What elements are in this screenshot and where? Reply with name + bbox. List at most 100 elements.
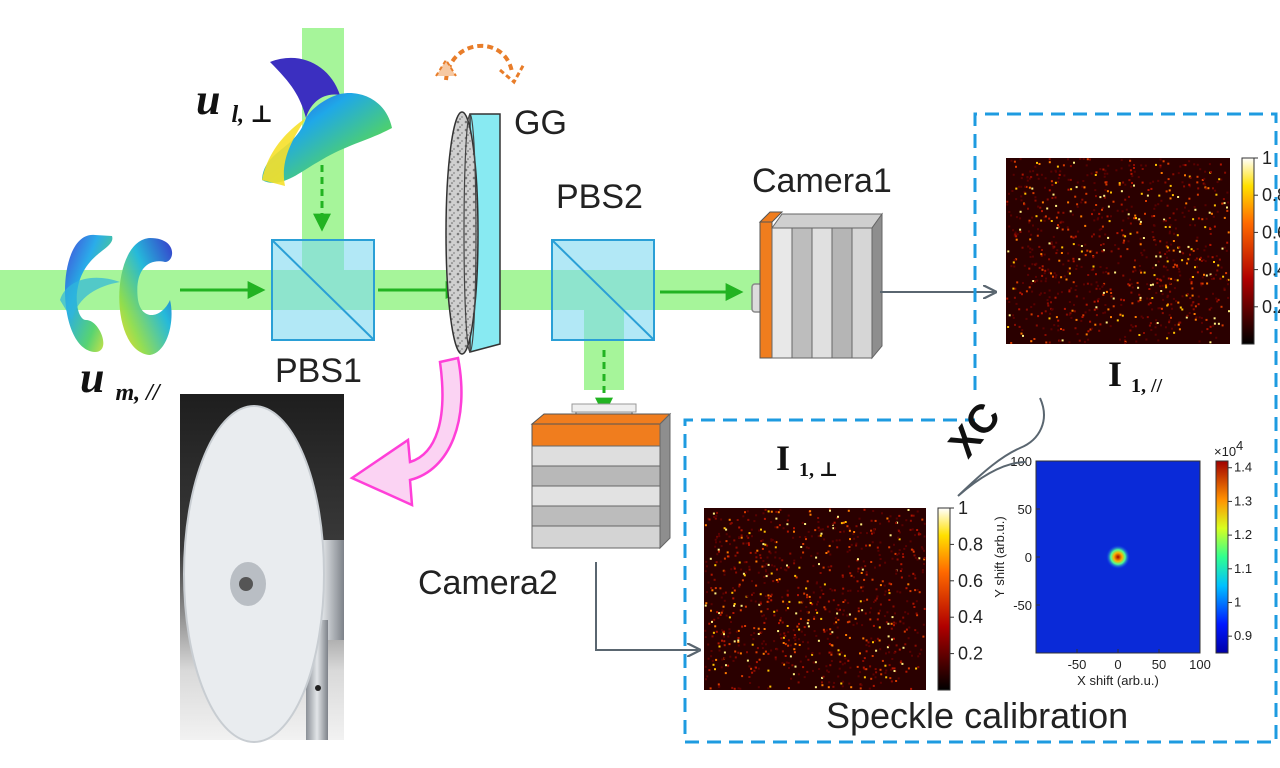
speckle-dot	[723, 570, 726, 573]
label-u-m: u m, //	[80, 353, 162, 406]
speckle-dot	[760, 540, 763, 542]
speckle-dot	[870, 561, 873, 563]
speckle-dot	[794, 643, 797, 646]
speckle-dot	[1048, 189, 1051, 192]
speckle-dot	[820, 617, 823, 620]
speckle-dot	[1096, 284, 1099, 287]
speckle-dot	[732, 587, 734, 589]
speckle-dot	[1124, 340, 1127, 343]
speckle-dot	[1165, 190, 1168, 193]
speckle-dot	[1040, 254, 1043, 257]
speckle-dot	[1040, 280, 1043, 283]
speckle-dot	[869, 611, 871, 614]
speckle-dot	[779, 633, 782, 636]
speckle-dot	[1093, 308, 1096, 311]
speckle-dot	[1205, 274, 1208, 277]
speckle-dot	[879, 681, 882, 684]
speckle-dot	[792, 636, 795, 639]
speckle-dot	[1020, 199, 1023, 202]
speckle-dot	[1068, 272, 1071, 275]
speckle-dot	[1015, 165, 1017, 168]
speckle-dot	[1192, 276, 1194, 278]
speckle-dot	[1201, 330, 1203, 333]
speckle-dot	[720, 611, 723, 614]
speckle-dot	[1155, 319, 1158, 322]
speckle-dot	[1088, 290, 1091, 293]
speckle-dot	[712, 663, 715, 666]
speckle-dot	[888, 599, 891, 601]
speckle-dot	[737, 651, 740, 654]
speckle-dot	[1169, 184, 1172, 187]
speckle-dot	[913, 574, 916, 577]
speckle-dot	[725, 528, 728, 531]
speckle-dot	[822, 566, 825, 569]
speckle-dot	[1168, 189, 1171, 192]
speckle-dot	[763, 565, 766, 568]
speckle-dot	[1075, 285, 1078, 287]
speckle-dot	[806, 580, 809, 583]
speckle-dot	[783, 663, 786, 666]
speckle-dot	[710, 603, 713, 606]
speckle-dot	[1050, 301, 1052, 304]
speckle-dot	[786, 523, 789, 526]
speckle-dot	[785, 569, 788, 572]
speckle-dot	[865, 668, 868, 671]
speckle-dot	[822, 593, 825, 595]
speckle-dot	[1006, 203, 1009, 206]
speckle-dot	[1112, 297, 1115, 300]
speckle-dot	[1133, 164, 1135, 166]
speckle-dot	[763, 621, 766, 624]
speckle-dot	[800, 556, 802, 559]
speckle-dot	[1191, 287, 1194, 290]
speckle-dot	[1154, 326, 1157, 329]
speckle-dot	[1164, 181, 1167, 184]
speckle-dot	[1058, 173, 1061, 176]
speckle-dot	[1019, 291, 1022, 294]
speckle-dot	[1045, 341, 1048, 344]
speckle-dot	[896, 521, 899, 524]
speckle-dot	[818, 563, 820, 566]
speckle-dot	[738, 561, 741, 564]
speckle-dot	[1143, 271, 1146, 274]
speckle-dot	[1137, 176, 1140, 179]
speckle-dot	[861, 568, 864, 571]
speckle-dot	[1048, 296, 1051, 299]
speckle-dot	[1034, 165, 1037, 168]
speckle-dot	[1110, 250, 1113, 253]
speckle-dot	[827, 550, 830, 553]
speckle-dot	[916, 510, 919, 513]
speckle-dot	[830, 660, 833, 662]
speckle-dot	[1090, 249, 1093, 252]
speckle-dot	[1167, 332, 1170, 335]
speckle-dot	[879, 558, 882, 560]
speckle-dot	[774, 658, 777, 661]
speckle-dot	[1159, 255, 1162, 258]
speckle-dot	[897, 677, 900, 680]
speckle-dot	[1155, 163, 1157, 166]
speckle-dot	[731, 686, 734, 689]
speckle-dot	[731, 591, 734, 594]
speckle-dot	[1200, 317, 1203, 319]
speckle-dot	[1060, 276, 1063, 279]
speckle-dot	[830, 651, 833, 654]
speckle-dot	[732, 597, 735, 600]
speckle-dot	[1204, 186, 1207, 189]
speckle-dot	[728, 632, 731, 635]
speckle-dot	[837, 675, 840, 678]
speckle-dot	[863, 600, 866, 602]
speckle-dot	[1096, 308, 1099, 310]
speckle-dot	[1160, 290, 1163, 292]
speckle-dot	[825, 629, 828, 632]
speckle-dot	[1188, 183, 1191, 186]
speckle-dot	[842, 521, 845, 524]
speckle-dot	[767, 594, 770, 597]
speckle-dot	[781, 650, 784, 653]
speckle-dot	[900, 576, 903, 579]
speckle-dot	[841, 575, 844, 578]
speckle-dot	[900, 568, 903, 571]
speckle-dot	[1211, 256, 1214, 259]
ground-glass-plate	[445, 111, 501, 355]
speckle-dot	[782, 636, 785, 639]
speckle-dot	[1151, 308, 1154, 311]
speckle-dot	[1115, 169, 1118, 172]
